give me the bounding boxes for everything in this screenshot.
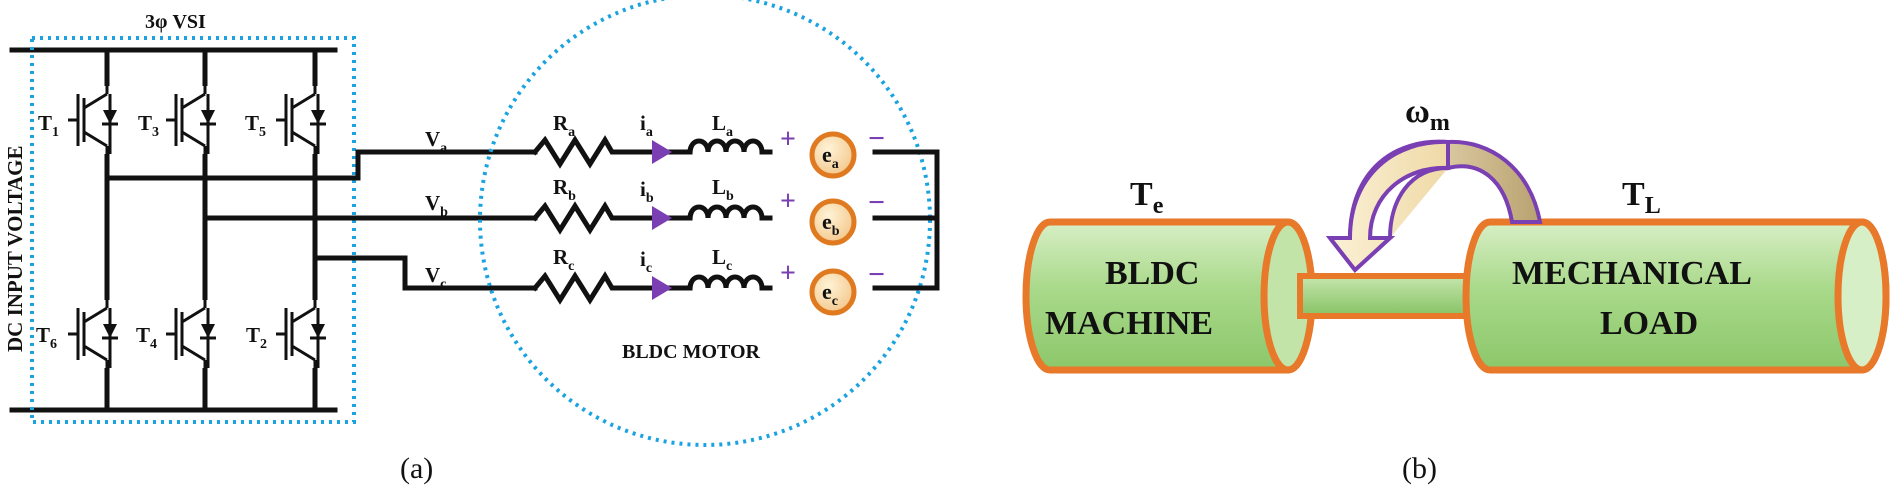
emf-ec-source	[809, 268, 857, 316]
inductor-la	[687, 138, 773, 155]
emf-a-plus: +	[780, 124, 796, 155]
resistor-ra-label: Ra	[553, 111, 575, 140]
switch-t4: T4	[136, 300, 224, 368]
current-ib-label: ib	[640, 177, 654, 206]
switch-t3-label: T3	[138, 111, 159, 140]
switch-t3: T3	[138, 86, 224, 154]
current-ia-arrow	[652, 140, 672, 164]
switch-t2: T2	[246, 300, 334, 368]
angular-speed-arrow	[1325, 139, 1543, 273]
emf-ea-label: ea	[822, 142, 839, 172]
emf-eb-label: eb	[822, 209, 840, 239]
electromagnetic-torque-label: Te	[1130, 176, 1164, 219]
emf-b-plus: +	[780, 186, 796, 217]
load-label-line1: MECHANICAL	[1512, 255, 1752, 292]
switch-t1-label: T1	[38, 111, 59, 140]
inductor-lb	[687, 204, 773, 221]
emf-a-minus: −	[868, 122, 885, 155]
machine-label-line1: BLDC	[1105, 255, 1199, 292]
phase-c-row: Vc Rc ic Lc + ec −	[425, 245, 940, 316]
resistor-rc	[531, 271, 693, 305]
inductor-lc-label: Lc	[712, 245, 732, 274]
switch-t1: T1	[38, 86, 126, 154]
inductor-lb-label: Lb	[712, 175, 734, 204]
motor-label: BLDC MOTOR	[622, 341, 761, 363]
figure-b-caption: (b)	[1402, 452, 1437, 485]
switch-t2-label: T2	[246, 323, 267, 352]
vsi-dotted-boundary	[30, 36, 356, 424]
resistor-rb-label: Rb	[553, 175, 576, 204]
phase-c-output-wire	[312, 255, 538, 291]
figure-a-caption: (a)	[400, 452, 433, 485]
bldc-machine-cylinder: BLDC MACHINE	[1022, 218, 1316, 374]
emf-c-plus: +	[780, 258, 796, 289]
emf-c-minus: −	[868, 258, 885, 291]
load-label-line2: LOAD	[1600, 305, 1698, 342]
emf-b-minus: −	[868, 186, 885, 219]
phase-c-voltage-label: Vc	[425, 263, 446, 292]
switch-t5: T5	[245, 86, 334, 154]
switch-t6: T6	[36, 300, 126, 368]
phase-a-row: Va Ra ia La + ea −	[425, 111, 940, 179]
phase-a-voltage-label: Va	[425, 127, 447, 156]
phase-b-voltage-label: Vb	[425, 191, 448, 220]
vsi-label: 3φ VSI	[145, 11, 206, 33]
current-ia-label: ia	[640, 111, 653, 140]
emf-ea-source	[809, 131, 857, 179]
phase-b-row: Vb Rb ib Lb + eb −	[425, 175, 940, 246]
figure-a-inverter-motor: 3φ VSI DC INPUT VOLTAGE T1 T3	[3, 0, 940, 485]
emf-ec-label: ec	[822, 279, 838, 309]
machine-label-line2: MACHINE	[1045, 305, 1213, 342]
resistor-ra	[531, 135, 693, 169]
dc-input-voltage-label: DC INPUT VOLTAGE	[3, 145, 27, 352]
figure-b-mechanical-model: BLDC MACHINE MECHANICAL LOAD Te ωm TL (b…	[1022, 93, 1890, 485]
coupling-shaft	[1297, 273, 1473, 319]
phase-a-output-wire	[104, 149, 538, 181]
load-torque-label: TL	[1622, 176, 1661, 219]
current-ic-label: ic	[640, 247, 652, 276]
inductor-la-label: La	[712, 111, 733, 140]
angular-speed-label: ωm	[1405, 93, 1450, 136]
current-ib-arrow	[652, 206, 672, 230]
resistor-rc-label: Rc	[553, 245, 574, 274]
motor-dotted-boundary	[478, 0, 932, 447]
switch-t4-label: T4	[136, 323, 157, 352]
switch-t5-label: T5	[245, 111, 266, 140]
current-ic-arrow	[652, 276, 672, 300]
mechanical-load-cylinder: MECHANICAL LOAD	[1462, 218, 1890, 374]
emf-eb-source	[809, 198, 857, 246]
switch-t6-label: T6	[36, 323, 57, 352]
resistor-rb	[531, 201, 693, 235]
inductor-lc	[687, 274, 773, 291]
